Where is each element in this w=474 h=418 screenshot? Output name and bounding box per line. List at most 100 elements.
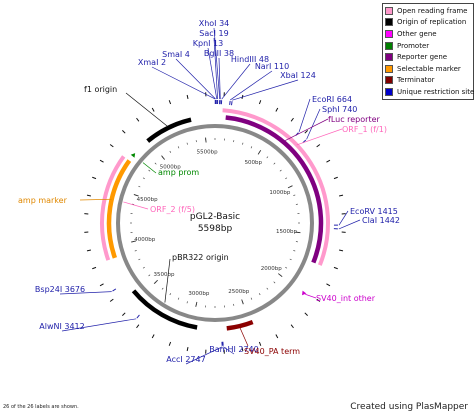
feature-label: amp prom (158, 168, 199, 177)
outer-scale-tick (258, 341, 262, 346)
ruler-tick-label: 4500bp (137, 197, 158, 203)
feature-label: amp marker (18, 196, 68, 205)
site-label: XhoI 34 (199, 19, 230, 28)
site-label: EcoRI 664 (312, 95, 352, 104)
outer-scale-tick (304, 130, 308, 134)
feature-marker-promoter (130, 153, 136, 158)
ruler-major-tick (241, 299, 244, 305)
outer-scale-tick (122, 130, 126, 134)
site-leader-line (338, 210, 349, 226)
outer-scale-tick (316, 298, 321, 302)
feature-label: SV40_int other (316, 294, 376, 303)
outer-scale-tick (326, 159, 331, 163)
ruler-minor-tick (177, 146, 180, 149)
ruler-major-tick (133, 194, 139, 197)
outer-scale-tick (151, 334, 155, 339)
outer-scale-tick (275, 107, 279, 112)
ruler-tick-label: 2500bp (228, 289, 249, 295)
legend-swatch (385, 87, 393, 96)
site-leader-line (59, 291, 112, 295)
ruler-minor-tick (148, 274, 151, 277)
site-leader-line (61, 318, 137, 332)
feature-label: fLuc reporter (328, 115, 381, 124)
ruler-minor-tick (177, 297, 180, 300)
feature-marker-other (302, 290, 307, 296)
plasmid-name: pGL2-Basic (190, 212, 240, 222)
site-label: AccI 2747 (166, 355, 205, 364)
feature-leader-line (164, 258, 171, 303)
ruler-minor-tick (266, 156, 269, 159)
ruler-major-tick (278, 273, 283, 278)
outer-scale-tick (122, 312, 126, 316)
feature-arc-orf (100, 155, 126, 261)
site-leader-line (230, 70, 273, 101)
feature-leader-line (142, 162, 157, 174)
ruler-minor-tick (293, 194, 296, 196)
ruler-minor-tick (186, 301, 188, 304)
ruler-major-tick (161, 155, 165, 160)
outer-scale-tick (151, 107, 155, 112)
legend-label: Promoter (397, 41, 430, 50)
feature-label: pBR322 origin (172, 253, 229, 262)
site-label: SmaI 4 (162, 50, 190, 59)
credit-text: Created using PlasMapper (350, 402, 468, 412)
site-label: ClaI 1442 (362, 216, 400, 225)
site-label: Bsp24I 3676 (35, 285, 85, 294)
ruler-major-tick (153, 279, 158, 285)
ruler-tick-label: 3000bp (188, 291, 209, 297)
outer-scale-tick (186, 94, 189, 100)
site-label: XmaI 2 (138, 58, 166, 67)
legend-swatch (385, 64, 393, 73)
site-label: BamHI 2740 (209, 345, 258, 354)
site-leader-line (298, 98, 311, 132)
legend-label: Open reading frame (397, 6, 468, 15)
legend-item: Selectable marker (385, 63, 471, 75)
outer-scale-tick (258, 100, 262, 105)
feature-label: ORF_2 (f/5) (150, 205, 195, 214)
ruler-minor-tick (142, 266, 145, 269)
site-leader-line (175, 58, 216, 100)
site-leader-line (221, 63, 251, 100)
feature-label: f1 origin (84, 85, 117, 94)
ruler-minor-tick (293, 250, 296, 252)
ruler-tick-label: 500bp (245, 160, 263, 166)
ruler-minor-tick (138, 258, 141, 261)
ruler-minor-tick (242, 142, 244, 145)
legend-item: Other gene (385, 28, 471, 40)
ruler-tick-label: 5500bp (197, 149, 218, 155)
site-label: HindIII 48 (231, 55, 269, 64)
ruler-tick-label: 1000bp (269, 190, 290, 196)
site-tick (136, 314, 140, 319)
site-label: NarI 110 (255, 62, 289, 71)
outer-scale-tick (241, 346, 244, 352)
legend-item: Open reading frame (385, 5, 471, 17)
site-label: BglII 38 (204, 49, 234, 58)
feature-arc-origin (131, 289, 198, 330)
outer-scale-tick (290, 324, 294, 329)
ruler-major-tick (205, 137, 207, 143)
ruler-minor-tick (250, 297, 253, 300)
legend-label: Origin of replication (397, 18, 467, 27)
legend-swatch (385, 53, 393, 62)
site-leader-line (213, 37, 218, 100)
ruler-tick-label: 4000bp (134, 237, 155, 243)
ruler-minor-tick (169, 293, 172, 296)
site-tick (231, 101, 233, 106)
outer-scale-tick (168, 341, 172, 346)
site-leader-line (151, 66, 216, 100)
feature-leader-line (305, 293, 317, 299)
ruler-minor-tick (273, 162, 276, 165)
ruler-tick-label: 2000bp (261, 266, 282, 272)
ruler-minor-tick (148, 169, 151, 172)
ruler-major-tick (295, 231, 301, 234)
site-leader-line (232, 79, 299, 101)
ruler-minor-tick (138, 185, 141, 188)
ruler-major-tick (131, 240, 137, 243)
ruler-minor-tick (142, 177, 145, 180)
ruler-minor-tick (250, 146, 253, 149)
ruler-minor-tick (285, 266, 288, 269)
legend-swatch (385, 41, 393, 50)
feature-label: ORF_1 (f/1) (342, 125, 387, 134)
outer-scale-tick (86, 194, 92, 197)
